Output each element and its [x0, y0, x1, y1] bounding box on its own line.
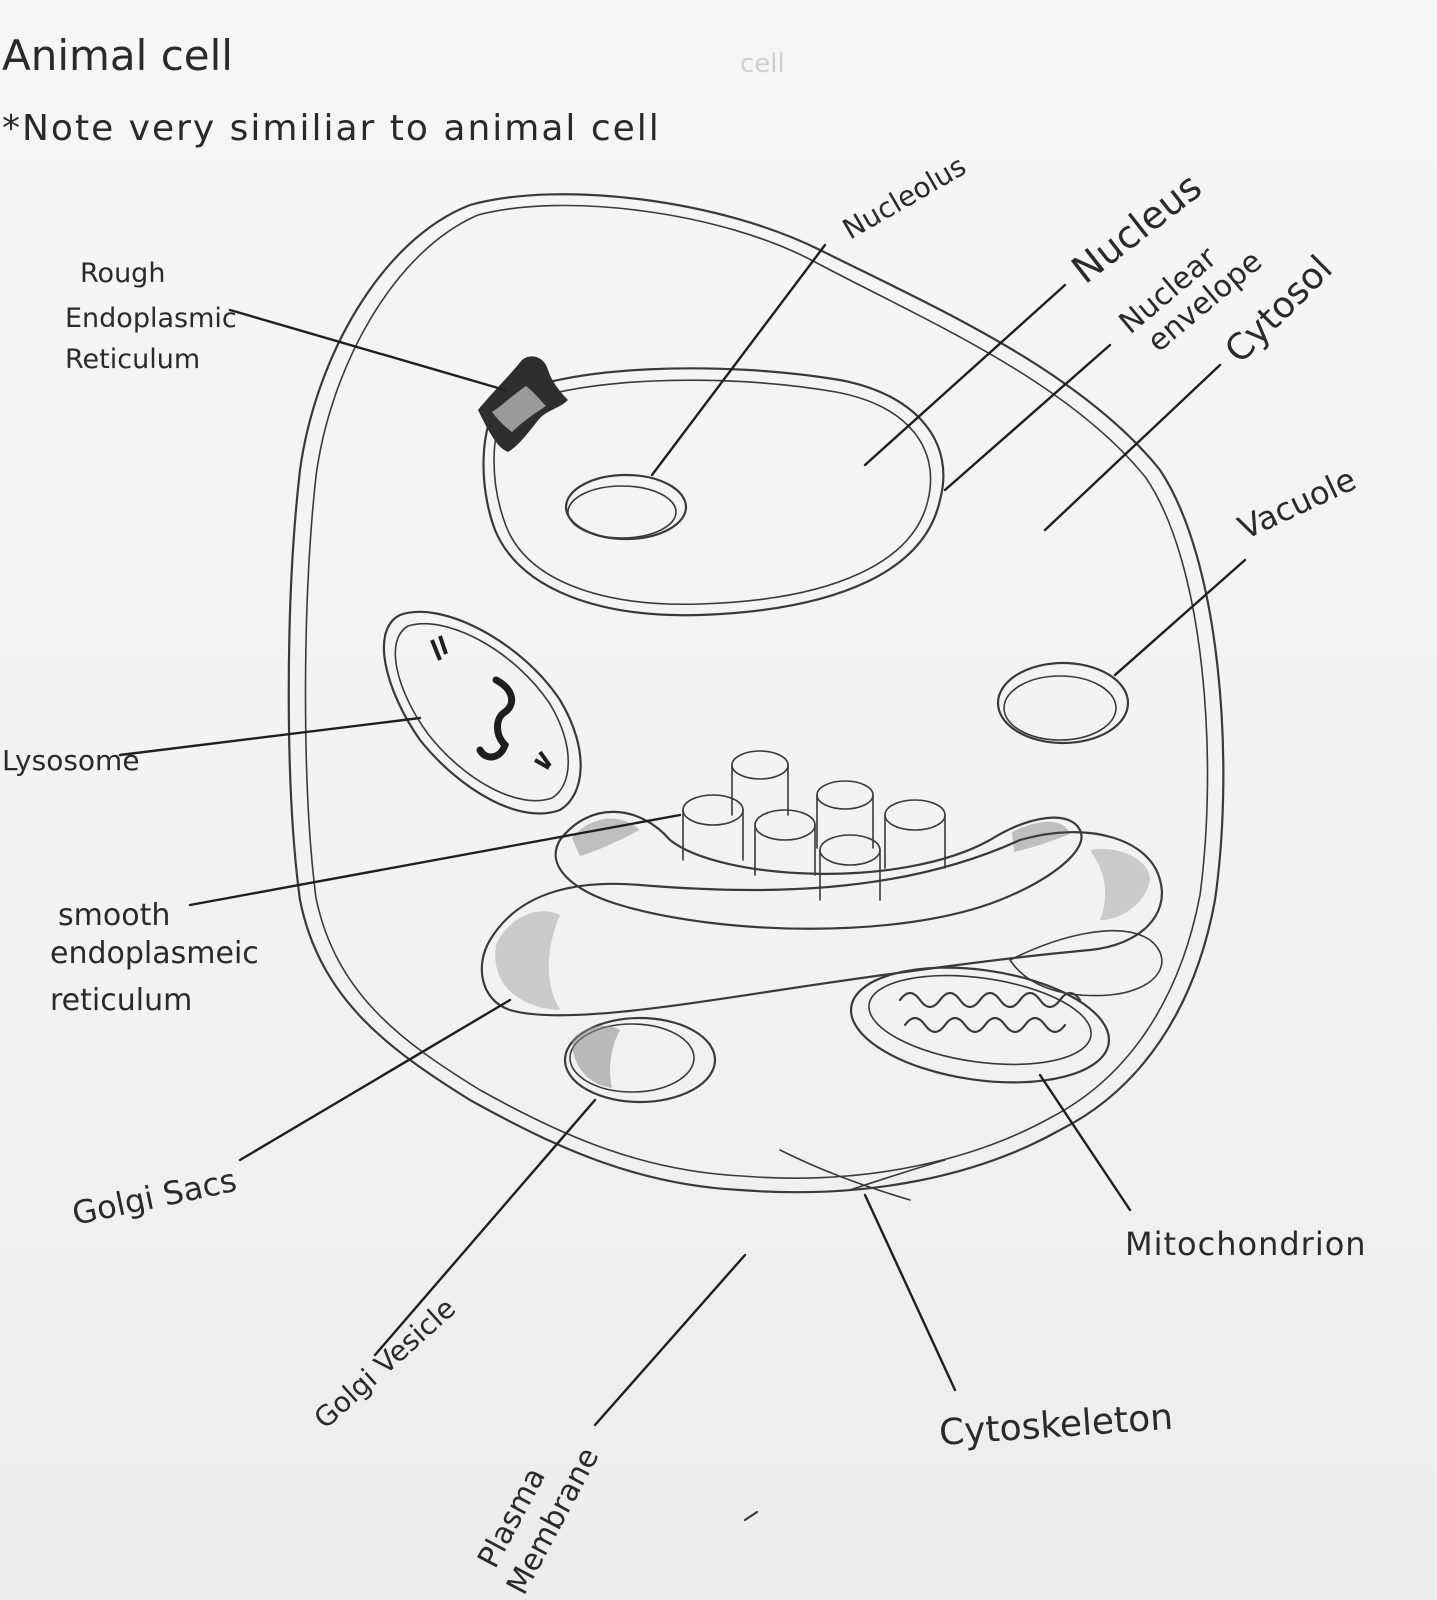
stray-mark — [743, 1510, 759, 1522]
label-golgi-vesicle: Golgi Vesicle — [308, 1292, 462, 1436]
label-golgi-sacs: Golgi Sacs — [69, 1161, 240, 1233]
golgi-upper-sac — [554, 810, 1083, 930]
page-title: Animal cell — [2, 31, 233, 80]
leader-lysosome — [118, 716, 422, 757]
mitochondrion-shape — [849, 966, 1111, 1084]
label-cytoskeleton: Cytoskeleton — [938, 1397, 1174, 1454]
label-lysosome: Lysosome — [2, 744, 140, 777]
golgi-vesicle-shape — [563, 1016, 717, 1104]
leader-mitochondrion — [1038, 1073, 1132, 1212]
leader-rough-er — [228, 308, 507, 392]
label-mitochondrion: Mitochondrion — [1125, 1225, 1367, 1263]
cytoskeleton-shape — [779, 1149, 946, 1201]
nucleus-shape — [482, 367, 945, 617]
leader-vacuole — [1113, 558, 1247, 677]
vacuole-shape — [996, 661, 1130, 745]
leader-lines — [118, 243, 1247, 1427]
smooth-er-tubes — [682, 750, 946, 901]
page-note: *Note very similiar to animal cell — [2, 108, 661, 149]
label-nucleolus: Nucleolus — [837, 149, 972, 246]
leader-golgi-vesicle — [373, 1098, 597, 1357]
leader-cytosol — [1043, 363, 1222, 532]
leader-plasma-membrane — [593, 1253, 747, 1427]
faint-cell-text: cell — [740, 49, 785, 79]
rough-er-shape — [478, 356, 568, 452]
leader-nuclear-envelope — [943, 343, 1112, 492]
labels: Rough Endoplasmic Reticulum Nucleolus Nu… — [2, 149, 1367, 1600]
label-plasma-membrane: Plasma Membrane — [466, 1424, 606, 1600]
plasma-membrane-shape — [287, 193, 1225, 1194]
label-smooth-er: smooth endoplasmeic reticulum — [50, 898, 268, 1018]
label-vacuole: Vacuole — [1232, 460, 1361, 547]
leader-golgi-sacs — [238, 998, 512, 1162]
label-rough-er: Rough Endoplasmic Reticulum — [65, 258, 245, 375]
nucleolus-shape — [564, 473, 688, 541]
leader-nucleus — [863, 283, 1067, 467]
leader-nucleolus — [650, 243, 827, 477]
leader-cytoskeleton — [863, 1193, 957, 1392]
lysosome-shape — [382, 610, 582, 815]
golgi-middle-sac — [480, 831, 1163, 1017]
leader-smooth-er — [188, 813, 682, 907]
